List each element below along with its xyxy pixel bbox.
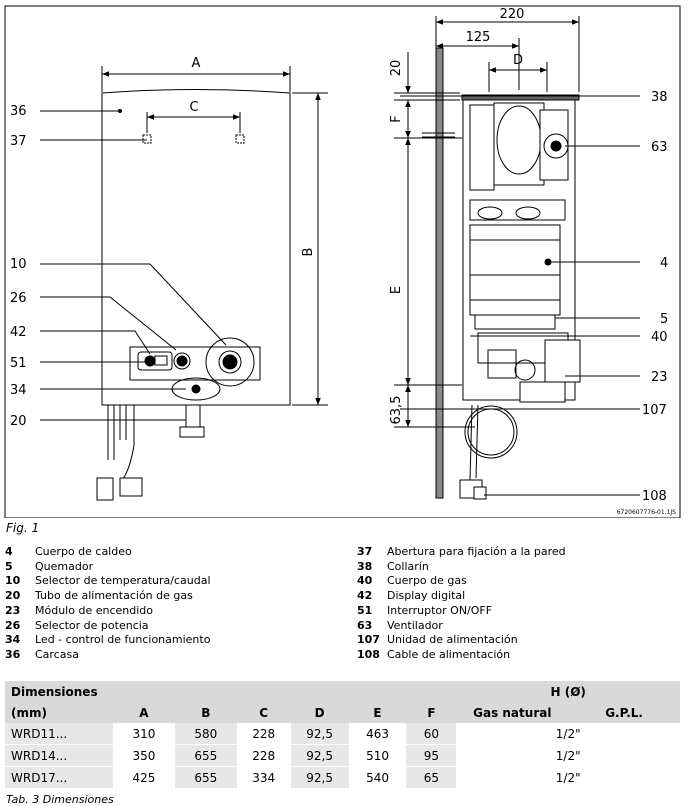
table-cell: 350 <box>112 744 175 767</box>
table-cell-model: WRD14... <box>5 744 113 767</box>
table-cell: 655 <box>174 744 237 767</box>
dim-20-label: 20 <box>389 60 404 77</box>
table-cell: 65 <box>406 766 457 789</box>
table-cell: 92,5 <box>290 766 349 789</box>
boiler-diagram: A C B 36 37 10 26 42 51 34 20 <box>4 5 681 518</box>
figure-caption: Fig. 1 <box>6 521 40 535</box>
dim-220-label: 220 <box>500 7 525 22</box>
table-cell-h: 1/2" <box>456 723 680 745</box>
callout-107: 107 <box>642 403 667 418</box>
header-col-d: D <box>290 702 349 723</box>
callout-23: 23 <box>651 370 668 385</box>
header-dimensions: Dimensiones <box>5 681 113 702</box>
header-col-a: A <box>112 702 175 723</box>
table-cell: 228 <box>236 723 291 745</box>
dim-a-label: A <box>192 56 201 71</box>
table-cell: 580 <box>174 723 237 745</box>
header-col-e: E <box>348 702 407 723</box>
table-cell: 92,5 <box>290 744 349 767</box>
header-gpl: G.P.L. <box>568 702 680 723</box>
left-callout-numbers: 36 37 10 26 42 51 34 20 <box>10 104 27 429</box>
front-view <box>96 89 291 501</box>
table-header-row: (mm) A B C D E F Gas natural G.P.L. <box>5 702 680 723</box>
callout-34: 34 <box>10 383 27 398</box>
table-header-row: Dimensiones H (Ø) <box>5 681 680 702</box>
table-cell: 95 <box>406 744 457 767</box>
header-h: H (Ø) <box>456 681 680 702</box>
callout-51: 51 <box>10 356 27 371</box>
callout-26: 26 <box>10 291 27 306</box>
table-cell: 92,5 <box>290 723 349 745</box>
callout-108: 108 <box>642 489 667 504</box>
right-callout-numbers: 38 63 4 5 40 23 107 108 <box>642 90 668 504</box>
table-cell-h: 1/2" <box>456 744 680 767</box>
callout-5: 5 <box>660 312 668 327</box>
table-cell: 540 <box>348 766 407 789</box>
header-col-c: C <box>236 702 291 723</box>
side-view <box>422 47 581 500</box>
dim-e-label: E <box>389 286 404 294</box>
dim-f-label: F <box>389 115 404 122</box>
dim-63-5-label: 63,5 <box>389 396 404 425</box>
table-row: WRD11... 310 580 228 92,5 463 60 1/2" <box>5 723 680 745</box>
callout-10: 10 <box>10 257 27 272</box>
dim-c-label: C <box>189 100 198 115</box>
callout-63: 63 <box>651 140 668 155</box>
table-row: WRD14... 350 655 228 92,5 510 95 1/2" <box>5 744 680 767</box>
table-cell: 60 <box>406 723 457 745</box>
header-mm: (mm) <box>5 702 113 723</box>
header-col-b: B <box>174 702 237 723</box>
table-cell: 228 <box>236 744 291 767</box>
callout-37: 37 <box>10 134 27 149</box>
dim-d-label: D <box>513 53 523 68</box>
table-cell: 655 <box>174 766 237 789</box>
table-row: WRD17... 425 655 334 92,5 540 65 1/2" <box>5 766 680 789</box>
dim-125-label: 125 <box>466 30 491 45</box>
header-col-f: F <box>406 702 457 723</box>
callout-40: 40 <box>651 330 668 345</box>
dim-b-label: B <box>301 248 316 257</box>
table-cell-h: 1/2" <box>456 766 680 789</box>
figure-reference-code: 6720607776-01.1JS <box>617 509 676 516</box>
header-gas-natural: Gas natural <box>456 702 569 723</box>
callout-42: 42 <box>10 325 27 340</box>
table-cell: 425 <box>112 766 175 789</box>
callout-38: 38 <box>651 90 668 105</box>
callout-20: 20 <box>10 414 27 429</box>
table-cell: 510 <box>348 744 407 767</box>
dimensions-table: Dimensiones H (Ø) (mm) A B C D E F Gas n… <box>5 681 680 789</box>
callout-36: 36 <box>10 104 27 119</box>
table-cell: 310 <box>112 723 175 745</box>
table-cell: 463 <box>348 723 407 745</box>
table-cell: 334 <box>236 766 291 789</box>
table-cell-model: WRD17... <box>5 766 113 789</box>
table-cell-model: WRD11... <box>5 723 113 745</box>
callout-4: 4 <box>660 256 668 271</box>
table-caption: Tab. 3 Dimensiones <box>6 793 114 806</box>
